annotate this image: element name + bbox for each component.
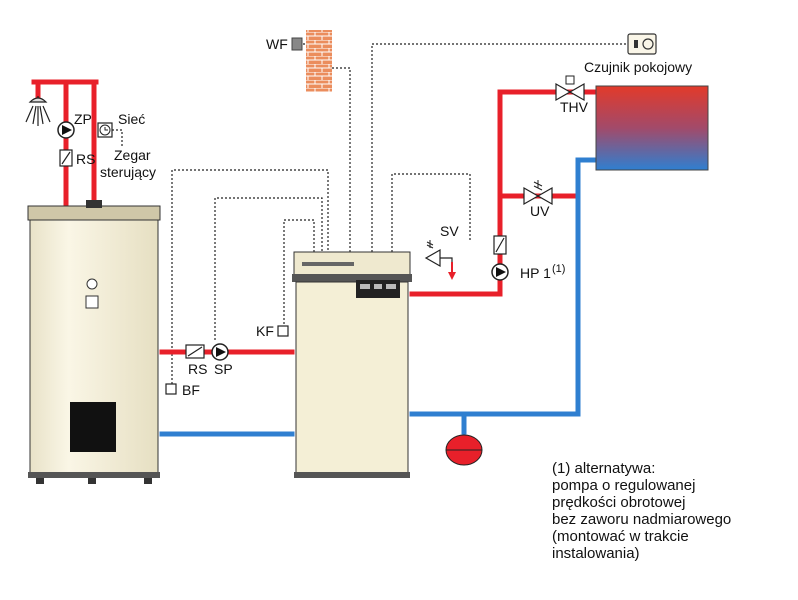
wire-room-sensor (371, 43, 630, 252)
pipe-heating-return (409, 157, 599, 417)
label-sp: SP (214, 361, 233, 377)
supply-pipes (31, 79, 599, 355)
wire-boiler-bf (171, 169, 329, 384)
label-thv: THV (560, 99, 589, 115)
label-clock-line1: Zegar (114, 147, 151, 163)
thermostatic-valve-thv (555, 75, 585, 102)
tank-control-plate (85, 295, 99, 309)
tank-inspection-hatch (70, 402, 116, 452)
footnote-note: (1) alternatywa: pompa o regulowanej prę… (552, 460, 792, 562)
label-network: Sieć (118, 111, 145, 127)
label-zp: ZP (74, 111, 92, 127)
note-line: pompa o regulowanej (552, 477, 696, 494)
charging-pump-sp (211, 343, 229, 361)
note-line: instalowania) (552, 545, 640, 562)
room-sensor-icon (627, 33, 657, 55)
label-kf: KF (256, 323, 274, 339)
shower-icon (25, 96, 51, 126)
note-line: (1) alternatywa: (552, 460, 656, 477)
sensor-bf (165, 383, 177, 395)
check-valve-rs-top (59, 149, 73, 167)
label-rs-top: RS (76, 151, 95, 167)
label-sv: SV (440, 223, 459, 239)
check-valve-rs-bottom (185, 344, 205, 359)
bypass-valve-uv (523, 180, 553, 206)
pipe-heating-out (409, 89, 599, 297)
wire-pump-sp (214, 197, 323, 340)
label-clock-line2: sterujący (100, 164, 156, 180)
label-hp1-footnote: (1) (552, 263, 565, 275)
return-pipes (159, 157, 599, 437)
label-uv: UV (530, 203, 550, 219)
check-valve-hp1 (493, 235, 507, 255)
safety-valve-sv (424, 240, 456, 280)
expansion-vessel (445, 434, 483, 466)
brick-wall (306, 30, 332, 92)
hot-water-tank (27, 200, 161, 484)
radiator (595, 85, 709, 171)
label-hp1: HP 1 (520, 265, 551, 281)
clock-icon (97, 122, 113, 138)
wire-outdoor-sensor-down (332, 67, 351, 252)
control-wiring (112, 43, 630, 384)
label-rs-bottom: RS (188, 361, 207, 377)
outdoor-sensor-wf (291, 37, 303, 51)
note-line: prędkości obrotowej (552, 494, 686, 511)
circulation-pump-zp (57, 121, 75, 139)
sensor-kf (277, 325, 289, 337)
thermometer-icon (86, 278, 98, 290)
label-bf: BF (182, 382, 200, 398)
wire-clock (112, 129, 123, 146)
wire-kf (283, 219, 315, 332)
note-line: bez zaworu nadmiarowego (552, 511, 732, 528)
wire-hp1 (391, 173, 471, 252)
heating-pump-hp1 (491, 263, 509, 281)
note-line: (montować w trakcie (552, 528, 689, 545)
boiler (292, 251, 412, 478)
label-room-sensor: Czujnik pokojowy (584, 59, 692, 75)
label-wf: WF (266, 36, 288, 52)
